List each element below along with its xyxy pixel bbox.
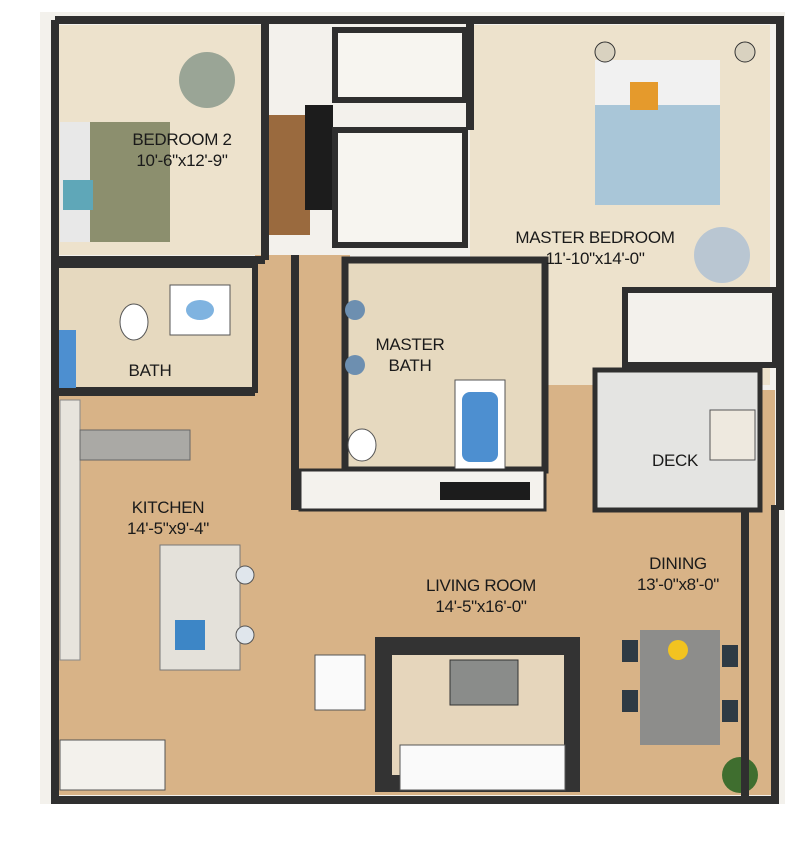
room-size: 13'-0"x8'-0"	[636, 575, 720, 594]
toilet	[347, 428, 377, 462]
master-bath-floor	[341, 256, 549, 474]
room-size: 10'-6"x12'-9"	[136, 151, 228, 170]
toilet	[119, 303, 149, 341]
sink-basin	[186, 300, 214, 320]
room-label-bath: BATH	[129, 360, 172, 381]
pillow	[630, 82, 658, 110]
room-name: BATH	[128, 361, 172, 380]
room-name: MASTER BEDROOM	[515, 228, 675, 247]
sink-basin	[345, 355, 365, 375]
sink-basin	[345, 300, 365, 320]
armchair	[314, 654, 366, 711]
room-name: MASTER BATH	[375, 335, 445, 375]
room-label-dining: DINING 13'-0"x8'-0"	[637, 553, 719, 595]
island-sink	[175, 620, 205, 650]
walk-in-closet	[332, 127, 468, 248]
bar-stool	[235, 625, 255, 645]
room-label-kitchen: KITCHEN 14'-5"x9'-4"	[127, 497, 209, 539]
range-hood	[79, 429, 191, 461]
room-label-living-room: LIVING ROOM 14'-5"x16'-0"	[426, 575, 536, 617]
room-label-master-bath: MASTER BATH	[370, 334, 450, 376]
room-name: KITCHEN	[131, 498, 205, 517]
room-size: 14'-5"x16'-0"	[435, 597, 527, 616]
sofa	[399, 744, 566, 791]
hallway-floor	[255, 255, 350, 395]
walls	[51, 16, 784, 804]
closet	[332, 27, 468, 103]
tub-water	[462, 392, 498, 462]
kitchen-counter	[59, 399, 81, 661]
armchair	[694, 227, 750, 283]
dining-chairs	[622, 640, 738, 722]
bedroom-2-bed	[90, 122, 170, 242]
room-name: DECK	[651, 451, 699, 470]
bathtub	[56, 330, 76, 390]
laundry	[622, 287, 778, 368]
washer-dryer	[59, 739, 166, 791]
room-name: BEDROOM 2	[132, 130, 232, 149]
lamp	[734, 41, 756, 63]
tv	[305, 105, 333, 210]
fireplace	[440, 482, 530, 500]
lamp	[594, 41, 616, 63]
kitchen-island	[159, 544, 241, 671]
pillow	[63, 180, 93, 210]
room-name: DINING	[649, 554, 707, 573]
armchair	[179, 52, 235, 108]
room-size: 14'-5"x9'-4"	[126, 519, 210, 538]
plant	[722, 757, 758, 793]
coffee-table	[449, 659, 519, 706]
room-label-deck: DECK	[652, 450, 698, 471]
room-name: LIVING ROOM	[425, 576, 537, 595]
bar-stool	[235, 565, 255, 585]
room-label-bedroom-2: BEDROOM 2 10'-6"x12'-9"	[132, 129, 232, 171]
deck-chair	[709, 409, 756, 461]
dresser	[265, 115, 310, 235]
room-label-master-bedroom: MASTER BEDROOM 11'-10"x14'-0"	[515, 227, 675, 269]
room-size: 11'-10"x14'-0"	[545, 249, 645, 268]
flowers	[668, 640, 688, 660]
